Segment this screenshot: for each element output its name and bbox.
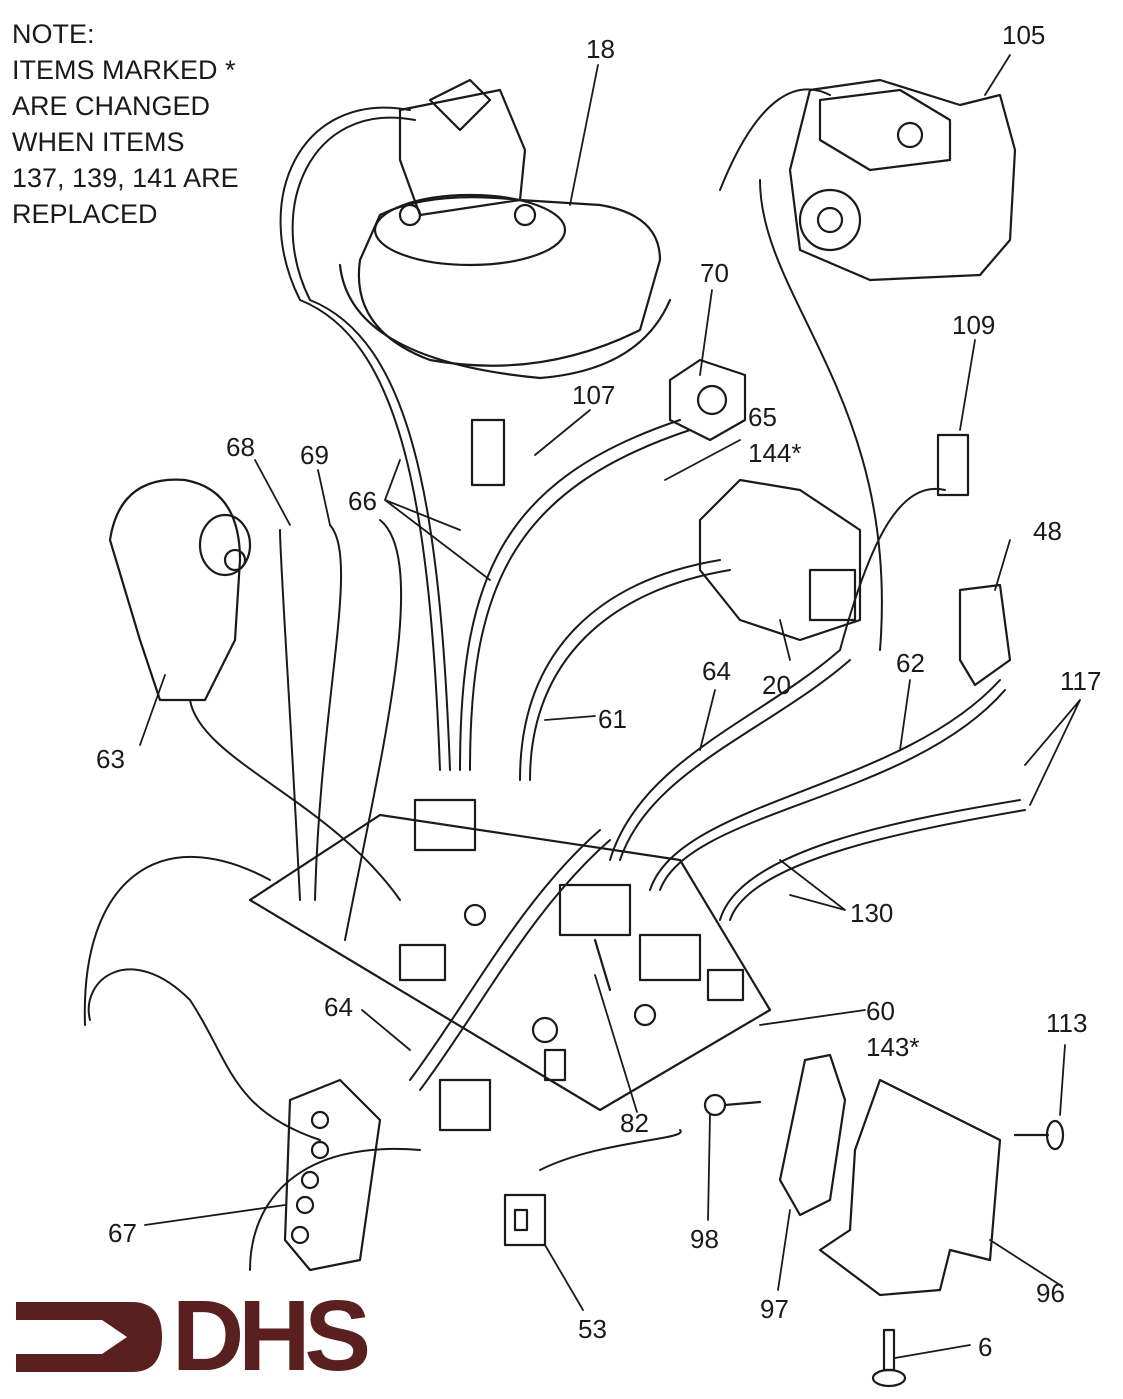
- label-107: 107: [572, 380, 616, 410]
- note-text: NOTE: ITEMS MARKED * ARE CHANGED WHEN IT…: [12, 16, 239, 232]
- wire-harness: [83, 88, 1026, 1271]
- dhs-logo: DHS: [12, 1286, 382, 1386]
- label-109: 109: [952, 310, 996, 340]
- clip-97: [778, 1053, 847, 1217]
- connector-107: [470, 418, 506, 487]
- label-67: 67: [108, 1218, 137, 1248]
- note-line: ITEMS MARKED *: [12, 55, 236, 85]
- label-143: 143*: [866, 1032, 920, 1062]
- label-64b: 64: [324, 992, 353, 1022]
- gas-valve: [698, 478, 862, 642]
- label-53: 53: [578, 1314, 607, 1344]
- label-70: 70: [700, 258, 729, 288]
- screw-6: [871, 1328, 907, 1388]
- label-20: 20: [762, 670, 791, 700]
- screw-98: [703, 1093, 762, 1117]
- label-64: 64: [702, 656, 731, 686]
- label-61: 61: [598, 704, 627, 734]
- label-48: 48: [1033, 516, 1062, 546]
- connector-109: [936, 433, 970, 497]
- note-line: 137, 139, 141 ARE: [12, 163, 239, 193]
- fan-assembly: [338, 78, 672, 380]
- note-line: ARE CHANGED: [12, 91, 211, 121]
- label-69: 69: [300, 440, 329, 470]
- label-117: 117: [1060, 666, 1102, 696]
- label-96: 96: [1036, 1278, 1065, 1308]
- label-65: 65: [748, 402, 777, 432]
- screw-113: [1013, 1119, 1065, 1151]
- switch-53: [503, 1193, 547, 1247]
- label-98: 98: [690, 1224, 719, 1254]
- label-18: 18: [586, 34, 615, 64]
- diverter-motor: [108, 478, 252, 702]
- note-line: WHEN ITEMS: [12, 127, 185, 157]
- label-130: 130: [850, 898, 894, 928]
- label-113: 113: [1046, 1008, 1088, 1038]
- label-105: 105: [1002, 20, 1046, 50]
- label-97: 97: [760, 1294, 789, 1324]
- leader-lines: [139, 54, 1081, 1359]
- sensor-48: [958, 583, 1012, 687]
- label-62: 62: [896, 648, 925, 678]
- pressure-switch: [668, 358, 747, 442]
- label-60: 60: [866, 996, 895, 1026]
- label-6: 6: [978, 1332, 993, 1362]
- arrow-logo-icon: [16, 1302, 162, 1372]
- pcb-board: [248, 798, 772, 1112]
- pump-assembly: [788, 78, 1017, 282]
- label-144: 144*: [748, 438, 802, 468]
- note-line: NOTE:: [12, 19, 95, 49]
- logo-text: DHS: [172, 1280, 371, 1392]
- bracket-96: [818, 1078, 1002, 1297]
- note-line: REPLACED: [12, 199, 158, 229]
- label-68: 68: [226, 432, 255, 462]
- terminal-block: [283, 1078, 382, 1272]
- connector-64: [438, 1078, 492, 1132]
- label-66: 66: [348, 486, 377, 516]
- label-63: 63: [96, 744, 125, 774]
- label-82: 82: [620, 1108, 649, 1138]
